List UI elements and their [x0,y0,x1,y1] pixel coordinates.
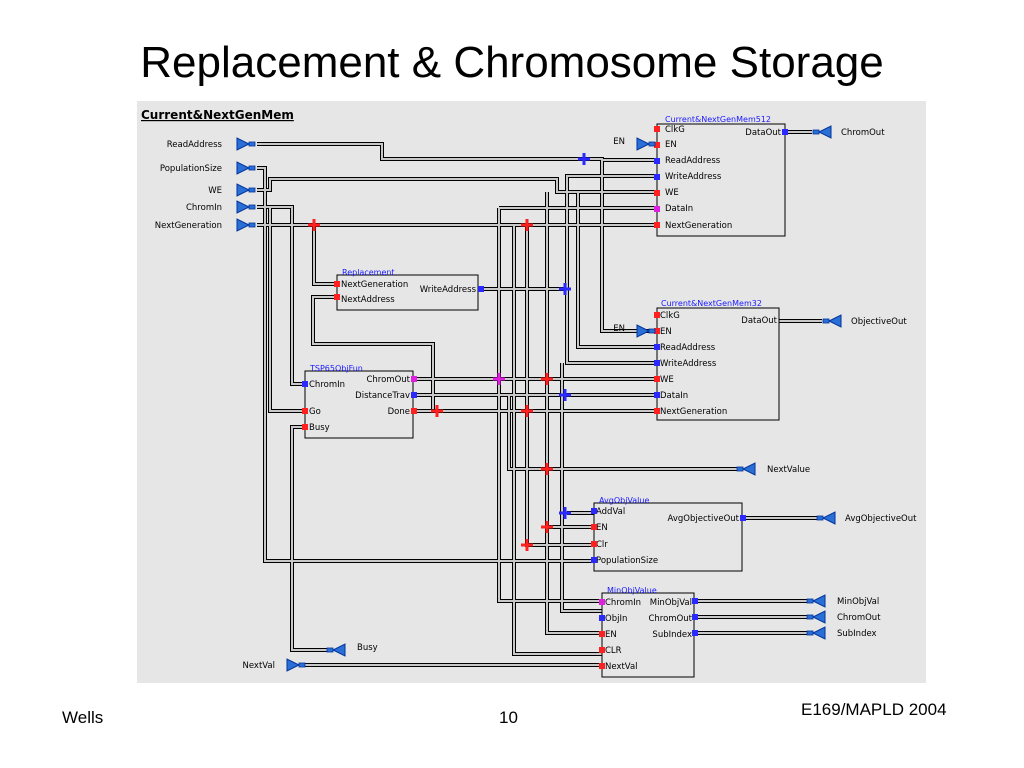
port-label: EN [665,140,677,150]
port-label: NextGeneration [660,407,727,417]
port-label: AvgObjectiveOut [845,514,917,524]
output-objective-out[interactable]: ObjectiveOut [822,314,907,328]
output-sub-index[interactable]: SubIndex [806,626,877,640]
junctions [308,153,590,551]
port-label: WriteAddress [660,359,717,369]
port-pins [654,126,788,228]
block-title: Current&NextGenMem512 [665,115,771,124]
port-label: EN [613,137,625,147]
port-label: WriteAddress [420,285,477,295]
block-title: AvgObjValue [599,496,649,505]
input-en-mem512[interactable]: EN [613,137,656,151]
block-title: TSP65ObjFun [309,364,363,373]
port-label: DataOut [741,316,777,326]
port-pins [591,508,746,563]
port-label: WE [660,375,674,385]
port-label: ChromIn [309,380,345,390]
port-label: NextVal [605,662,638,672]
port-label: ClkG [665,125,685,135]
port-label: PopulationSize [596,556,658,566]
port-label: DistanceTrav [355,391,410,401]
input-population-size[interactable]: PopulationSize [160,161,256,175]
port-label: ReadAddress [665,156,721,166]
port-label: SubIndex [652,630,692,640]
input-we[interactable]: WE [208,183,256,197]
port-label: NextAddress [341,295,395,305]
port-pins [302,376,417,430]
port-label: ChromOut [366,375,410,385]
block-minobjvalue[interactable]: MinObjValue ChromIn ObjIn EN CLR NextVal… [599,586,698,678]
block-avgobjvalue[interactable]: AvgObjValue AddVal EN Clr PopulationSize… [591,496,746,572]
port-label: Clr [596,540,608,550]
footer-conference: E169/MAPLD 2004 [801,700,947,719]
port-label: Done [388,407,410,417]
port-pins [334,281,484,300]
block-title: MinObjValue [607,586,657,595]
output-chrom-out-2[interactable]: ChromOut [806,610,881,624]
port-label: NextGeneration [665,221,732,231]
junction [559,153,590,519]
output-avg-objective-out[interactable]: AvgObjectiveOut [816,511,917,525]
port-label: ChromOut [648,614,692,624]
block-title: Current&NextGenMem32 [661,299,762,308]
junction [308,219,553,551]
input-chrom-in[interactable]: ChromIn [186,200,256,214]
input-en-mem32[interactable]: EN [613,324,656,338]
port-label: DataIn [660,391,688,401]
port-label: EN [596,523,608,533]
port-label: ReadAddress [167,140,223,150]
port-label: AddVal [596,507,625,517]
output-chrom-out[interactable]: ChromOut [812,125,885,139]
port-label: ReadAddress [660,343,716,353]
input-next-val[interactable]: NextVal [242,658,306,672]
footer-author: Wells [62,708,104,727]
port-label: Busy [309,423,330,433]
port-label: SubIndex [837,629,877,639]
port-label: DataOut [745,128,781,138]
port-label: WriteAddress [665,172,722,182]
port-label: WE [208,186,222,196]
port-label: ChromIn [186,203,222,213]
port-label: DataIn [665,204,693,214]
port-label: ChromOut [837,613,881,623]
port-label: EN [660,327,672,337]
wires [257,130,822,667]
port-label: NextGeneration [341,280,408,290]
port-label: EN [605,630,617,640]
port-label: NextGeneration [155,221,222,231]
port-label: NextVal [242,661,275,671]
port-label: ClkG [660,311,680,321]
block-mem512[interactable]: Current&NextGenMem512 DataOut ClkG EN Re… [654,115,788,237]
port-pins [654,312,660,414]
input-read-address[interactable]: ReadAddress [167,137,256,151]
port-label: Busy [357,643,378,653]
port-label: NextValue [767,465,810,475]
port-label: MinObjVal [837,597,879,607]
output-min-obj-val[interactable]: MinObjVal [806,594,879,608]
schematic-diagram: Current&NextGenMem [137,101,926,683]
input-next-generation[interactable]: NextGeneration [155,218,256,232]
block-title: Replacement [342,268,395,277]
port-label: Go [309,407,321,417]
port-label: CLR [605,646,622,656]
port-label: ObjIn [605,614,627,624]
port-label: ChromOut [841,128,885,138]
output-next-value[interactable]: NextValue [736,462,810,476]
port-label: ObjectiveOut [851,317,907,327]
port-label: ChromIn [605,598,641,608]
port-label: PopulationSize [160,164,222,174]
output-busy[interactable]: Busy [326,643,378,657]
port-label: EN [613,324,625,334]
footer-page-number: 10 [499,708,518,727]
junction [493,373,505,385]
diagram-title: Current&NextGenMem [141,108,294,122]
slide-title: Replacement & Chromosome Storage [140,38,884,87]
port-label: MinObjVal [650,598,692,608]
port-label: AvgObjectiveOut [668,514,740,524]
block-tsp65objfun[interactable]: TSP65ObjFun ChromIn Go Busy ChromOut Dis… [302,364,417,439]
port-pins [599,598,698,669]
port-label: WE [665,188,679,198]
block-mem32[interactable]: Current&NextGenMem32 DataOut ClkG EN Rea… [654,299,780,421]
block-replacement[interactable]: Replacement NextGeneration NextAddress W… [334,268,484,311]
